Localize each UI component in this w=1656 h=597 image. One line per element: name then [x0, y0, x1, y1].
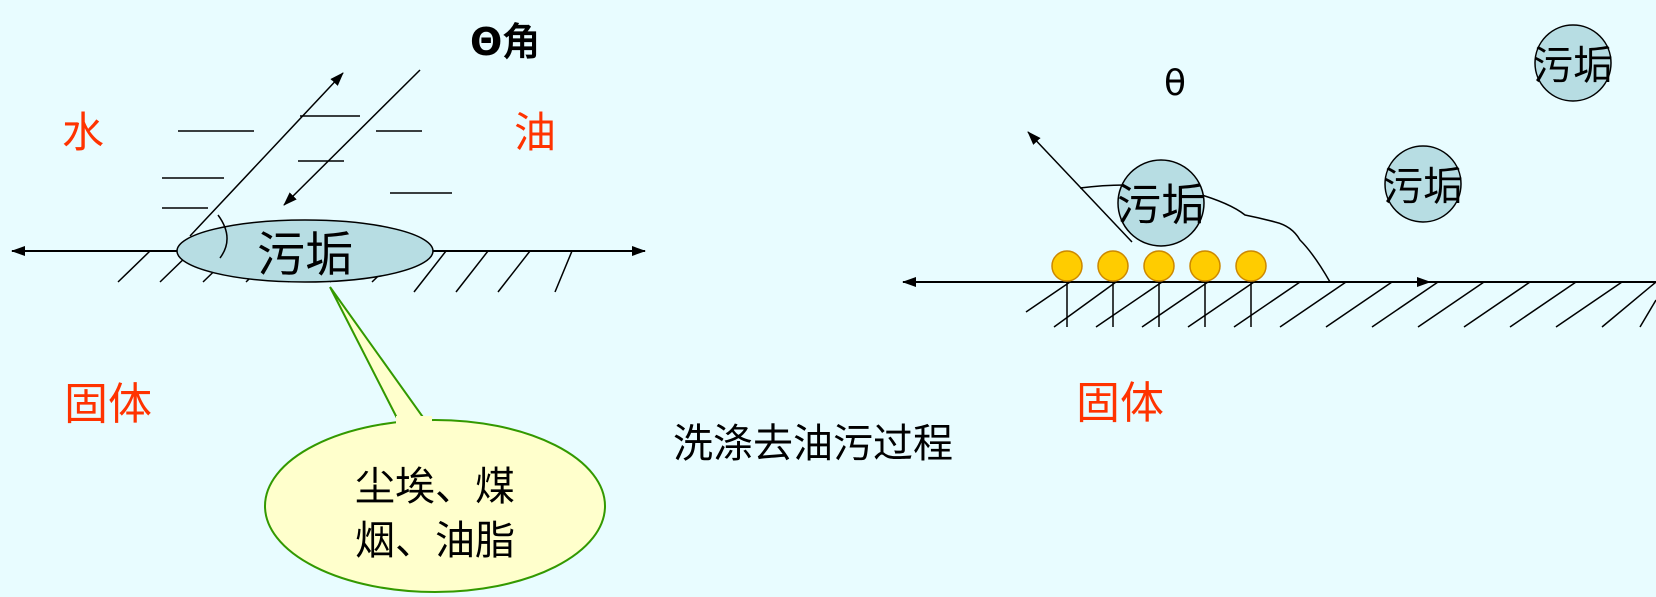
surfactant-head — [1189, 250, 1221, 282]
left-dirt-label: 污垢 — [257, 227, 353, 283]
callout-pointer — [329, 286, 427, 421]
water-label: 水 — [62, 108, 104, 157]
right-solid-label: 固体 — [1076, 378, 1164, 429]
left-dirt-ellipse — [176, 219, 434, 283]
left-solid-label: 固体 — [64, 379, 152, 430]
callout-line-2: 烟、油脂 — [355, 518, 515, 564]
left-oil-arrow — [283, 69, 421, 206]
water-dashes — [162, 115, 452, 209]
dirt-circle-top — [1534, 24, 1612, 102]
callout-line-1: 尘埃、煤 — [355, 464, 515, 510]
callout-bubble — [264, 419, 606, 593]
dirt-circle-middle — [1384, 145, 1462, 223]
right-panel: 污垢 污垢 污垢 θ 固体 — [902, 24, 1656, 429]
dirt-label-top: 污垢 — [1533, 43, 1613, 89]
surfactant-head — [1051, 250, 1083, 282]
dirt-label-middle: 污垢 — [1383, 164, 1463, 210]
right-solid-hatching — [1025, 281, 1656, 328]
oil-label: 油 — [514, 108, 556, 157]
dirt-label-detaching: 污垢 — [1117, 180, 1205, 231]
surfactant-head — [1143, 250, 1175, 282]
theta-label: θ — [1164, 63, 1186, 104]
left-angle-arrow — [189, 72, 344, 237]
surfactant-head — [1235, 250, 1267, 282]
left-panel: 污垢 Θ角 水 油 固体 尘埃、煤 烟、油脂 — [11, 20, 646, 593]
right-angle-arrow — [1027, 131, 1133, 243]
dirt-circle-detaching — [1117, 159, 1205, 247]
surfactant-heads — [1051, 250, 1267, 282]
angle-label: Θ角 — [470, 20, 540, 64]
process-caption: 洗涤去油污过程 — [673, 421, 953, 467]
surfactant-head — [1097, 250, 1129, 282]
left-angle-arc — [217, 214, 228, 259]
